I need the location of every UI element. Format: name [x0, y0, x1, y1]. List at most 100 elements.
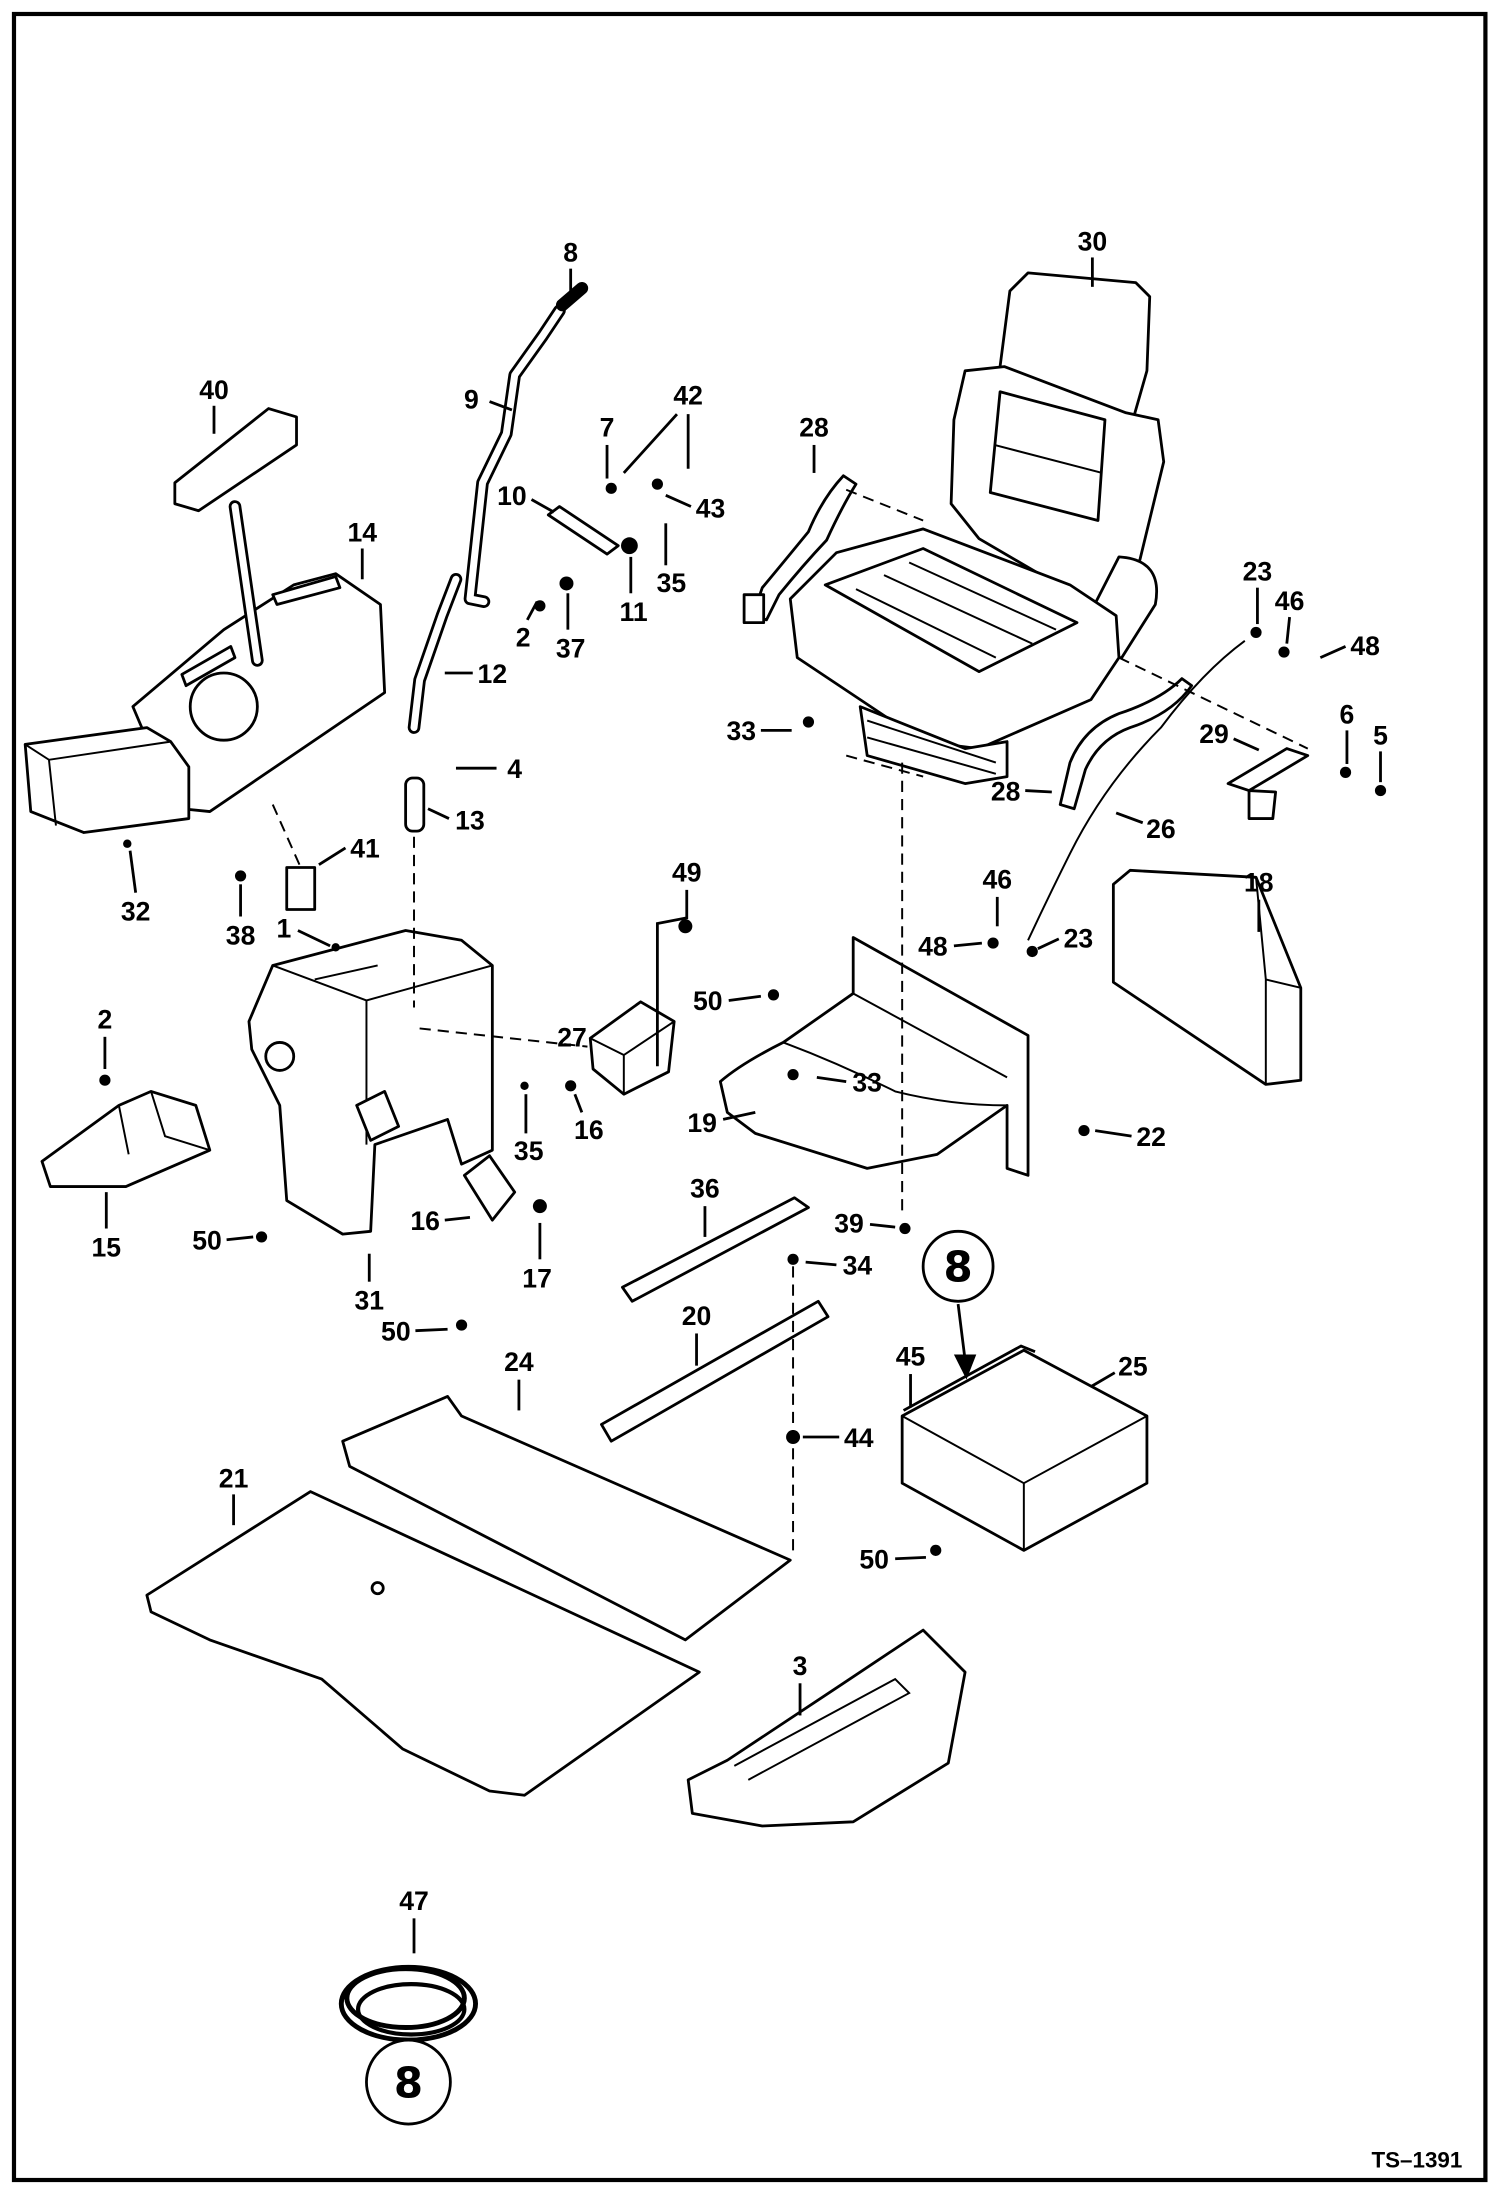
hw-dot [678, 919, 693, 934]
leader [816, 1076, 847, 1083]
callout-31: 31 [354, 1286, 384, 1316]
battery-box-edges [901, 1415, 1148, 1551]
leader [665, 494, 692, 508]
hw-dot [987, 937, 999, 949]
leader [869, 1222, 896, 1229]
hw-dot [787, 1069, 799, 1081]
callout-48: 48 [918, 932, 948, 962]
kit-arrow-head [953, 1354, 977, 1380]
hw-dot [786, 1430, 801, 1445]
callout-19: 19 [687, 1108, 717, 1138]
mount-bracket-flange [117, 1091, 211, 1155]
callout-48: 48 [1350, 631, 1380, 661]
dash-seat-base [845, 754, 924, 778]
callout-9: 9 [464, 385, 479, 415]
hw-dot [1278, 646, 1290, 658]
callout-18: 18 [1244, 867, 1274, 897]
hw-dot [899, 1222, 911, 1235]
trim-strip-36 [621, 1196, 810, 1303]
callout-49: 49 [672, 858, 702, 888]
callout-14: 14 [347, 517, 377, 547]
callout-50: 50 [859, 1545, 889, 1575]
seat-frame-pedestal [247, 929, 494, 1236]
leader [530, 498, 555, 514]
hw-dot [930, 1544, 942, 1556]
leader [722, 1111, 756, 1121]
pedestal-hole [264, 1041, 296, 1072]
leader [1233, 737, 1260, 752]
lever-rod-inner [231, 503, 261, 664]
console-front-box [23, 726, 191, 834]
rod-sleeve [404, 776, 426, 833]
leader [655, 889, 689, 1067]
callout-8: 8 [563, 238, 578, 268]
leader [1319, 645, 1347, 659]
seat-switch-cable [1027, 640, 1246, 941]
callout-33: 33 [852, 1067, 882, 1097]
cover-plate [462, 1154, 517, 1222]
callout-35: 35 [514, 1136, 544, 1166]
leader [226, 1235, 254, 1242]
callout-45: 45 [896, 1342, 926, 1372]
callout-16: 16 [574, 1115, 604, 1145]
seat-back-bar [994, 444, 1103, 474]
callout-42: 42 [673, 380, 703, 410]
pivot-link [546, 505, 620, 556]
leader [526, 601, 539, 621]
leader [415, 1327, 448, 1333]
callout-23: 23 [1064, 923, 1094, 953]
hw-dot [331, 943, 340, 952]
seal-coil-loop-2 [344, 1966, 467, 2030]
callout-50: 50 [192, 1226, 222, 1256]
kit-icon: 8 [944, 1243, 973, 1292]
callout-10: 10 [497, 481, 527, 511]
callout-16: 16 [410, 1206, 440, 1236]
leader [805, 1260, 837, 1267]
leader [953, 941, 983, 948]
seat-suspension [858, 705, 1009, 785]
callout-30: 30 [1078, 226, 1108, 256]
seat-cushion-stripes [855, 561, 1057, 659]
side-panel-groove [733, 1677, 911, 1781]
callout-46: 46 [982, 865, 1012, 895]
callout-7: 7 [600, 413, 615, 443]
leader [728, 994, 762, 1002]
leader [1285, 616, 1291, 644]
hw-dot [455, 1319, 468, 1331]
callout-24: 24 [504, 1347, 534, 1377]
leader [318, 846, 347, 866]
hw-dot [1078, 1124, 1090, 1137]
hw-dot [802, 716, 815, 728]
seat-bracket [1226, 747, 1310, 792]
console-slot-top [271, 575, 342, 606]
callout-43: 43 [696, 494, 726, 524]
seat-assembly [788, 271, 1166, 785]
callouts: 8 30 40 9 42 28 7 10 43 14 35 11 23 46 4… [92, 226, 1389, 1915]
callout-37: 37 [556, 634, 586, 664]
console-switch [285, 866, 317, 911]
callout-25: 25 [1118, 1351, 1148, 1381]
callout-44: 44 [844, 1423, 874, 1453]
leader [489, 400, 513, 412]
callout-20: 20 [682, 1301, 712, 1331]
hw-dot [767, 989, 780, 1001]
hw-dot [605, 482, 617, 494]
hw-dot [651, 478, 663, 490]
callout-3: 3 [793, 1651, 808, 1681]
leader [622, 413, 690, 474]
seat-belt-buckle [742, 593, 766, 625]
hw-dot [559, 576, 574, 591]
pedestal-plate [355, 1090, 401, 1142]
callout-15: 15 [92, 1233, 122, 1263]
grip-8 [555, 281, 589, 312]
callout-34: 34 [843, 1251, 873, 1281]
callout-5: 5 [1373, 720, 1388, 750]
leader [1037, 937, 1060, 950]
callout-23: 23 [1243, 557, 1273, 587]
leader [1115, 811, 1144, 825]
junction-box [588, 1000, 676, 1096]
callout-28: 28 [991, 776, 1021, 806]
seat-belt-right [1058, 677, 1194, 811]
hw-dot [123, 839, 132, 848]
